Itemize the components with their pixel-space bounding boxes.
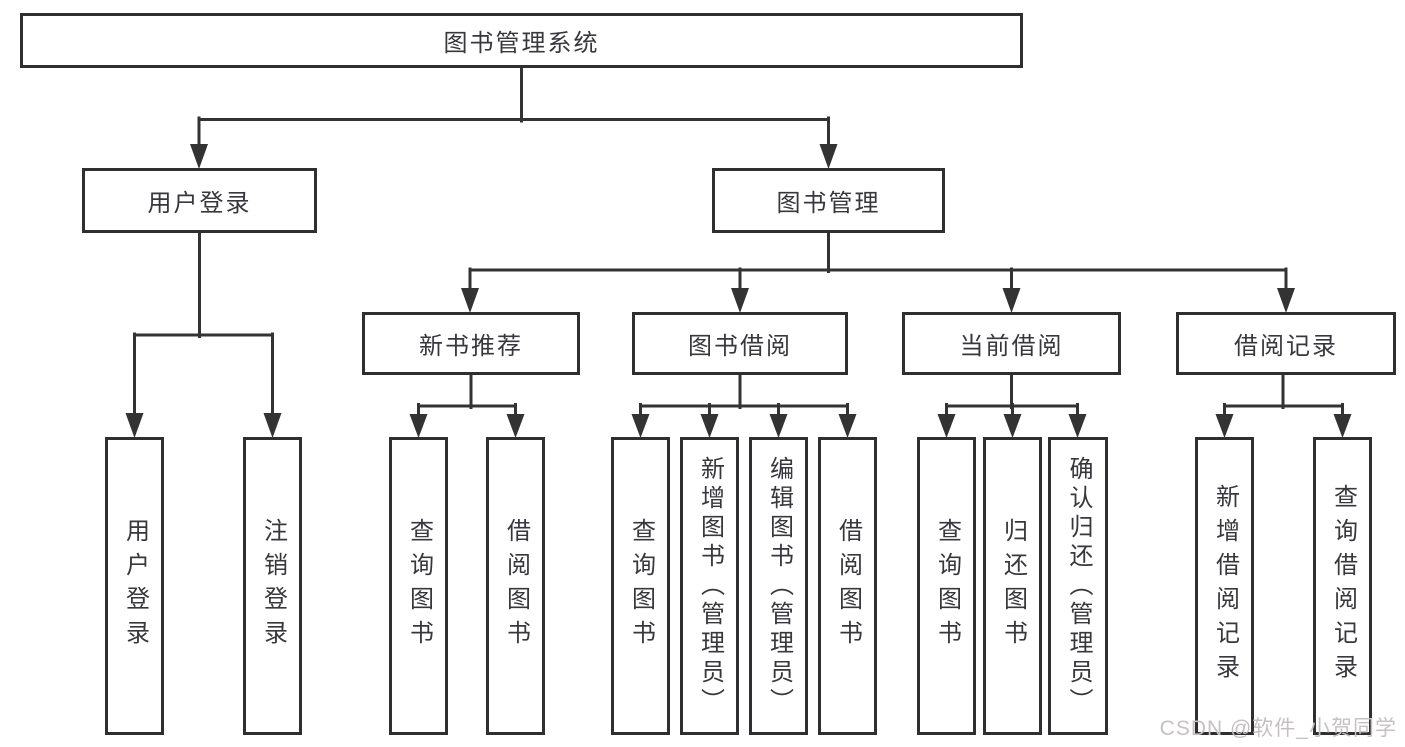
node-book-borrow: 图书借阅 — [632, 312, 848, 375]
leaf-borrow-books-1-label: 借阅图书 — [502, 518, 530, 654]
leaf-query-borrow-record: 查询借阅记录 — [1313, 437, 1372, 735]
leaf-edit-books-admin: 编辑图书（管理员） — [749, 437, 808, 735]
leaf-query-books-1: 查询图书 — [389, 437, 448, 735]
leaf-query-books-2-label: 查询图书 — [627, 518, 655, 654]
leaf-edit-books-admin-label: 编辑图书（管理员） — [765, 455, 793, 717]
node-current-borrow-label: 当前借阅 — [959, 333, 1064, 360]
leaf-borrow-books-2-label: 借阅图书 — [834, 518, 862, 654]
node-root-system: 图书管理系统 — [20, 13, 1023, 68]
leaf-logout-label: 注销登录 — [259, 518, 287, 654]
leaf-query-books-2: 查询图书 — [611, 437, 670, 735]
leaf-user-login-label: 用户登录 — [121, 518, 149, 654]
leaf-query-books-3: 查询图书 — [917, 437, 976, 735]
leaf-logout: 注销登录 — [243, 437, 302, 735]
leaf-add-books-admin-label: 新增图书（管理员） — [696, 455, 724, 717]
node-borrow-records-label: 借阅记录 — [1234, 333, 1338, 360]
node-root-system-label: 图书管理系统 — [443, 30, 600, 57]
node-new-book-recommend: 新书推荐 — [362, 312, 580, 375]
leaf-confirm-return-admin: 确认归还（管理员） — [1048, 437, 1108, 735]
node-borrow-records: 借阅记录 — [1176, 312, 1396, 375]
leaf-query-borrow-record-label: 查询借阅记录 — [1329, 484, 1357, 688]
node-new-book-recommend-label: 新书推荐 — [419, 333, 523, 360]
leaf-return-books-label: 归还图书 — [999, 518, 1027, 654]
node-book-management-branch: 图书管理 — [712, 168, 945, 233]
node-current-borrow: 当前借阅 — [902, 312, 1121, 375]
leaf-query-books-3-label: 查询图书 — [933, 518, 961, 654]
node-book-management-branch-label: 图书管理 — [776, 190, 881, 217]
leaf-borrow-books-1: 借阅图书 — [486, 437, 545, 735]
leaf-confirm-return-admin-label: 确认归还（管理员） — [1065, 455, 1092, 717]
node-book-borrow-label: 图书借阅 — [688, 333, 792, 360]
leaf-add-borrow-record: 新增借阅记录 — [1195, 437, 1254, 735]
node-user-login-branch-label: 用户登录 — [147, 190, 252, 217]
csdn-watermark: CSDN @软件_小贺同学 — [1159, 717, 1397, 740]
node-user-login-branch: 用户登录 — [82, 168, 317, 233]
leaf-return-books: 归还图书 — [983, 437, 1042, 735]
leaf-add-borrow-record-label: 新增借阅记录 — [1211, 484, 1239, 688]
leaf-add-books-admin: 新增图书（管理员） — [680, 437, 739, 735]
leaf-query-books-1-label: 查询图书 — [405, 518, 433, 654]
leaf-borrow-books-2: 借阅图书 — [818, 437, 877, 735]
leaf-user-login: 用户登录 — [105, 437, 164, 735]
